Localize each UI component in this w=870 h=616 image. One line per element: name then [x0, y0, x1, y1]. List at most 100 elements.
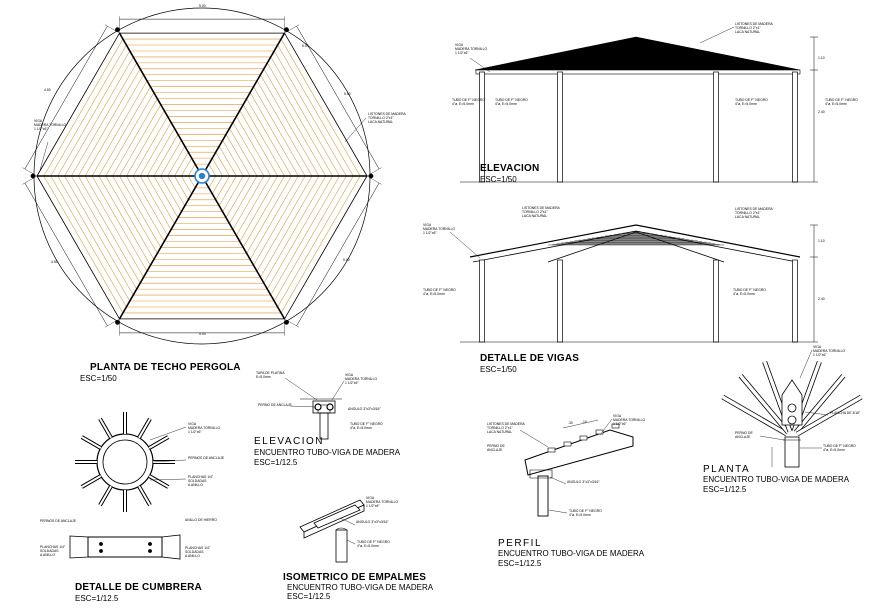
column-mid-right	[713, 259, 719, 343]
wood-slat	[160, 175, 182, 212]
wood-slat	[267, 175, 333, 290]
wood-slat	[246, 98, 292, 177]
wood-slat	[260, 74, 320, 177]
leader-line	[759, 435, 785, 441]
leader-line	[449, 231, 481, 259]
wood-slat	[71, 175, 137, 290]
det-title: DETALLE DE VIGAS	[480, 353, 580, 364]
wood-slat	[57, 50, 131, 177]
wood-slat	[253, 175, 306, 266]
wood-slat	[50, 175, 127, 308]
ridge-note-bolts2: PERNOS DE ANCLAJE	[40, 519, 76, 523]
wood-slat	[43, 38, 124, 177]
prof-note-slats: LISTONES DE MADERA TORNILLO 2"x1" LACA N…	[487, 422, 525, 434]
wood-slat	[222, 175, 244, 212]
iso-note-tube: TUBO DE F° NEGRO 4"ø, E=5.0mm	[357, 540, 390, 548]
dimension-line	[296, 25, 380, 170]
plan-dim-bottom-right: 5.00	[343, 258, 350, 262]
extension-line	[22, 167, 38, 177]
extension-line	[104, 24, 120, 34]
ridge-note-plate3: PLANCHAS 1/4" SOLDADAS A ANILLO	[185, 546, 211, 558]
prof-dim2: .10	[582, 420, 587, 424]
prof-note-tube: TUBO DE F° NEGRO 4"ø, E=5.0mm	[569, 509, 602, 517]
iso-tube	[335, 529, 348, 563]
wood-slat	[249, 175, 299, 260]
edet-line1: ENCUENTRO TUBO-VIGA DE MADERA	[254, 448, 401, 457]
wood-slat	[119, 104, 161, 177]
leader-line	[469, 57, 491, 73]
plan-note-slats: LISTONES DE MADERA TORNILLO 2"x1" LACA N…	[368, 112, 406, 124]
wood-slat	[167, 146, 186, 177]
wood-slat	[263, 175, 326, 284]
plate-arm-inner	[138, 485, 151, 506]
bolt	[787, 403, 797, 413]
elev-note-tube-right: TUBO DE F° NEGRO 4"ø, E=5.0mm	[825, 98, 858, 106]
leader-line	[549, 476, 567, 485]
wood-slat	[253, 86, 306, 177]
slat-section	[595, 429, 604, 435]
pdet-note-tube: TUBO DE F° NEGRO 4"ø, E=5.0mm	[823, 444, 856, 452]
pdet-title: PLANTA	[703, 464, 751, 475]
profile-tube	[537, 475, 549, 517]
leader-line	[39, 141, 49, 171]
profile-beam	[524, 429, 634, 476]
wood-slat	[64, 56, 134, 177]
dimension-line	[24, 25, 108, 170]
plate-left	[69, 535, 89, 559]
tube	[319, 412, 329, 440]
elev-dim-top: 1.10	[818, 56, 825, 60]
wood-slat	[256, 80, 313, 177]
wood-slat	[260, 175, 320, 278]
prof-title: PERFIL	[498, 538, 543, 549]
prof-dim1: .30	[568, 421, 573, 425]
edet-scale: ESC=1/12.5	[254, 458, 298, 467]
isometric-drawing	[299, 499, 365, 563]
wood-slat	[84, 175, 144, 278]
bolt	[148, 549, 152, 553]
wood-slat	[273, 50, 347, 177]
plate-arm-inner	[138, 418, 151, 439]
dimension-line	[562, 419, 599, 429]
wood-slat	[139, 122, 172, 177]
beam-lower-edge	[472, 230, 798, 263]
iso-line1: ENCUENTRO TUBO-VIGA DE MADERA	[287, 583, 434, 592]
pdet-note-bolt: PERNO DE ANCLAJE	[735, 431, 753, 439]
leader-line	[804, 411, 829, 416]
wood-slat	[256, 175, 313, 272]
elev-note-beam: VIGA MADERA TORNILLO 1 1/2"x6"	[455, 43, 488, 55]
wood-slat	[153, 134, 179, 177]
leader-line	[152, 459, 187, 463]
leader-line	[339, 517, 356, 526]
elev-title: ELEVACION	[480, 163, 540, 174]
ridge-scale: ESC=1/12.5	[75, 594, 119, 603]
beam-line	[118, 175, 203, 320]
roof-plan-drawing	[22, 7, 382, 345]
column-mid-left	[557, 71, 563, 183]
plan-title: PLANTA DE TECHO PERGOLA	[90, 362, 241, 373]
elev-note-tube-mid: TUBO DE F° NEGRO 4"ø, E=5.0mm	[495, 98, 528, 106]
beam-arm-fill-f	[796, 395, 863, 436]
column-right	[792, 259, 798, 343]
bolt	[148, 542, 152, 546]
iso-title: ISOMETRICO DE EMPALMES	[283, 572, 427, 583]
leader-line	[149, 426, 187, 441]
wood-slat	[119, 175, 161, 248]
prof-note-bolt: PERNO DE ANCLAJE	[487, 444, 505, 452]
wood-slat	[64, 175, 134, 296]
dimension-line	[296, 182, 380, 327]
wood-slat	[263, 68, 326, 177]
wood-slat	[236, 175, 271, 236]
plan-dim-left: 4.50	[44, 88, 51, 92]
extension-line	[22, 175, 38, 185]
wood-slat	[139, 175, 172, 230]
ridge-note-ring: ANILLO DE HIERRO	[185, 518, 217, 522]
wood-slat	[243, 104, 285, 177]
wood-slat	[222, 140, 244, 177]
plate-arm-inner	[148, 475, 169, 488]
wood-slat	[146, 128, 175, 177]
bolt-right	[326, 403, 334, 411]
wood-slat	[246, 175, 292, 254]
elev-note-tube-left: TUBO DE F° NEGRO 4"ø, E=5.0mm	[452, 98, 485, 106]
plate-arm-inner	[148, 436, 169, 449]
